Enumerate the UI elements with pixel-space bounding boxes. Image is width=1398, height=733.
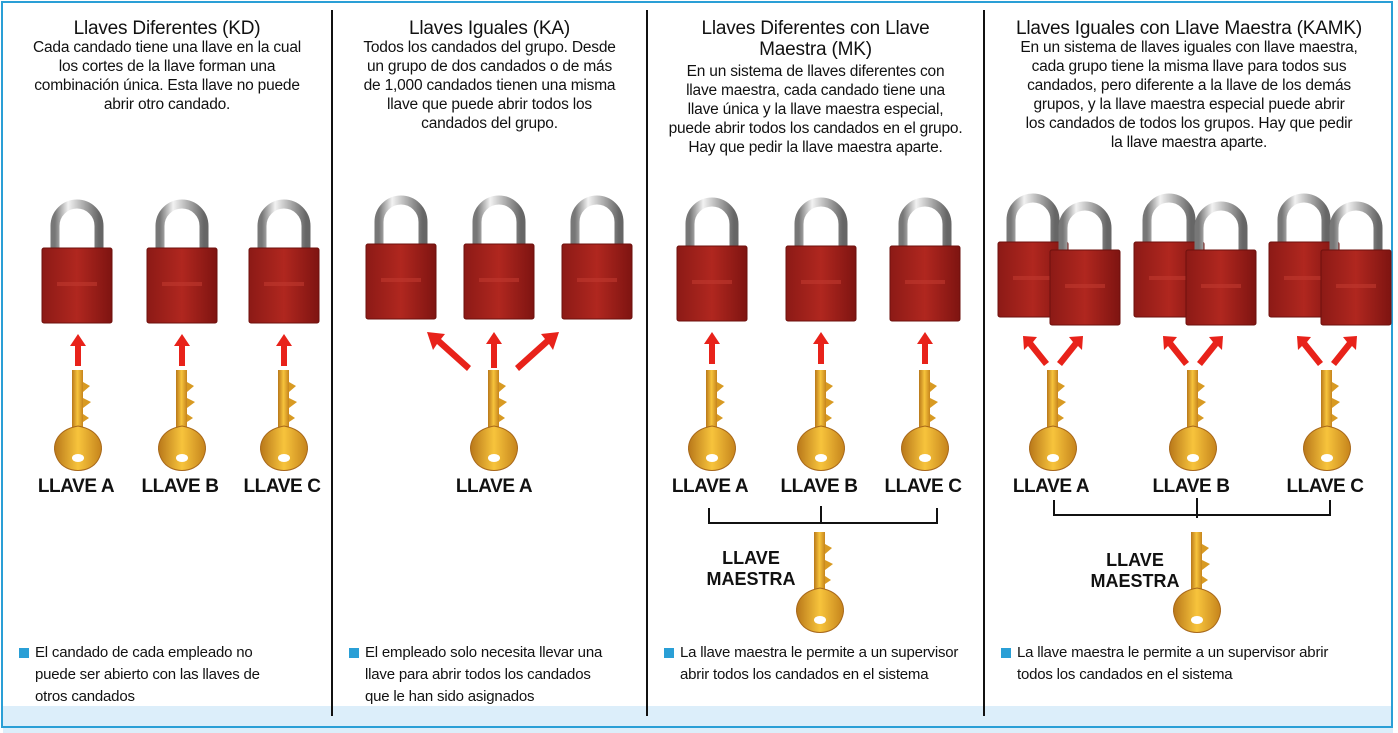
- arrow-icon: [1297, 336, 1323, 366]
- padlock-icon: [146, 196, 218, 324]
- master-key-label: LLAVE MAESTRA: [1090, 550, 1180, 591]
- column-title: Llaves Iguales (KA): [409, 18, 570, 39]
- arrow-icon: [276, 334, 292, 366]
- column-title: Llaves Diferentes (KD): [73, 18, 261, 39]
- column-title: Llaves Iguales con Llave Maestra (KAMK): [1016, 18, 1362, 39]
- arrow-icon: [70, 334, 86, 366]
- key-icon: [680, 368, 744, 478]
- column-kamk: Llaves Iguales con Llave Maestra (KAMK) …: [985, 0, 1393, 706]
- key-icon: [1021, 368, 1085, 478]
- padlock-icon: [41, 196, 113, 324]
- key-label-a: LLAVE A: [37, 476, 115, 497]
- key-bracket-stem: [820, 506, 822, 524]
- key-label-b: LLAVE B: [141, 476, 219, 497]
- column-note: La llave maestra le permite a un supervi…: [680, 644, 959, 683]
- padlock-icon: [561, 192, 633, 320]
- padlock-icon: [785, 194, 857, 322]
- key-bracket: [1053, 500, 1331, 516]
- master-key-label: LLAVE MAESTRA: [706, 548, 796, 589]
- arrow-icon: [1197, 336, 1223, 366]
- master-key-icon: [1165, 530, 1229, 640]
- key-label-a: LLAVE A: [671, 476, 749, 497]
- key-label-a: LLAVE A: [1012, 476, 1090, 497]
- arrow-icon: [704, 332, 720, 364]
- column-mk: Llaves Diferentes con Llave Maestra (MK)…: [648, 0, 983, 706]
- key-label-b: LLAVE B: [1152, 476, 1230, 497]
- padlock-icon: [1049, 198, 1121, 326]
- column-divider: [983, 10, 985, 716]
- arrow-icon: [813, 332, 829, 364]
- key-label-c: LLAVE C: [243, 476, 321, 497]
- key-bracket: [708, 508, 938, 524]
- column-description: En un sistema de llaves diferentes con l…: [668, 63, 963, 156]
- arrow-icon: [427, 332, 471, 371]
- bullet-icon: [349, 648, 359, 658]
- key-label-a: LLAVE A: [455, 476, 533, 497]
- column-ka: Llaves Iguales (KA) Todos los candados d…: [333, 0, 646, 706]
- key-icon: [46, 368, 110, 478]
- bullet-icon: [664, 648, 674, 658]
- column-note: La llave maestra le permite a un supervi…: [1017, 644, 1329, 683]
- bullet-icon: [19, 648, 29, 658]
- column-note: El empleado solo necesita llevar una lla…: [365, 644, 603, 705]
- arrow-icon: [486, 332, 502, 368]
- column-kd: Llaves Diferentes (KD) Cada candado tien…: [3, 0, 331, 706]
- arrow-icon: [515, 332, 559, 371]
- padlock-icon: [1320, 198, 1392, 326]
- column-description: En un sistema de llaves iguales con llav…: [1020, 39, 1358, 151]
- arrow-icon: [1023, 336, 1049, 366]
- key-label-c: LLAVE C: [1286, 476, 1364, 497]
- key-icon: [252, 368, 316, 478]
- key-bracket-stem: [1196, 498, 1198, 518]
- bullet-icon: [1001, 648, 1011, 658]
- key-label-b: LLAVE B: [780, 476, 858, 497]
- padlock-icon: [889, 194, 961, 322]
- key-icon: [462, 368, 526, 478]
- footer-band: [3, 706, 1393, 733]
- padlock-icon: [676, 194, 748, 322]
- key-label-c: LLAVE C: [884, 476, 962, 497]
- padlock-icon: [1185, 198, 1257, 326]
- padlock-icon: [248, 196, 320, 324]
- arrow-icon: [1331, 336, 1357, 366]
- arrow-icon: [174, 334, 190, 366]
- column-title: Llaves Diferentes con Llave Maestra (MK): [701, 18, 930, 60]
- arrow-icon: [1163, 336, 1189, 366]
- master-key-icon: [788, 530, 852, 640]
- key-icon: [789, 368, 853, 478]
- key-icon: [893, 368, 957, 478]
- column-divider: [646, 10, 648, 716]
- key-icon: [1161, 368, 1225, 478]
- key-icon: [1295, 368, 1359, 478]
- column-description: Todos los candados del grupo. Desde un g…: [363, 39, 616, 132]
- key-icon: [150, 368, 214, 478]
- column-description: Cada candado tiene una llave en la cual …: [33, 39, 301, 113]
- column-divider: [331, 10, 333, 716]
- padlock-icon: [463, 192, 535, 320]
- arrow-icon: [1057, 336, 1083, 366]
- arrow-icon: [917, 332, 933, 364]
- column-note: El candado de cada empleado no puede ser…: [35, 644, 260, 705]
- padlock-icon: [365, 192, 437, 320]
